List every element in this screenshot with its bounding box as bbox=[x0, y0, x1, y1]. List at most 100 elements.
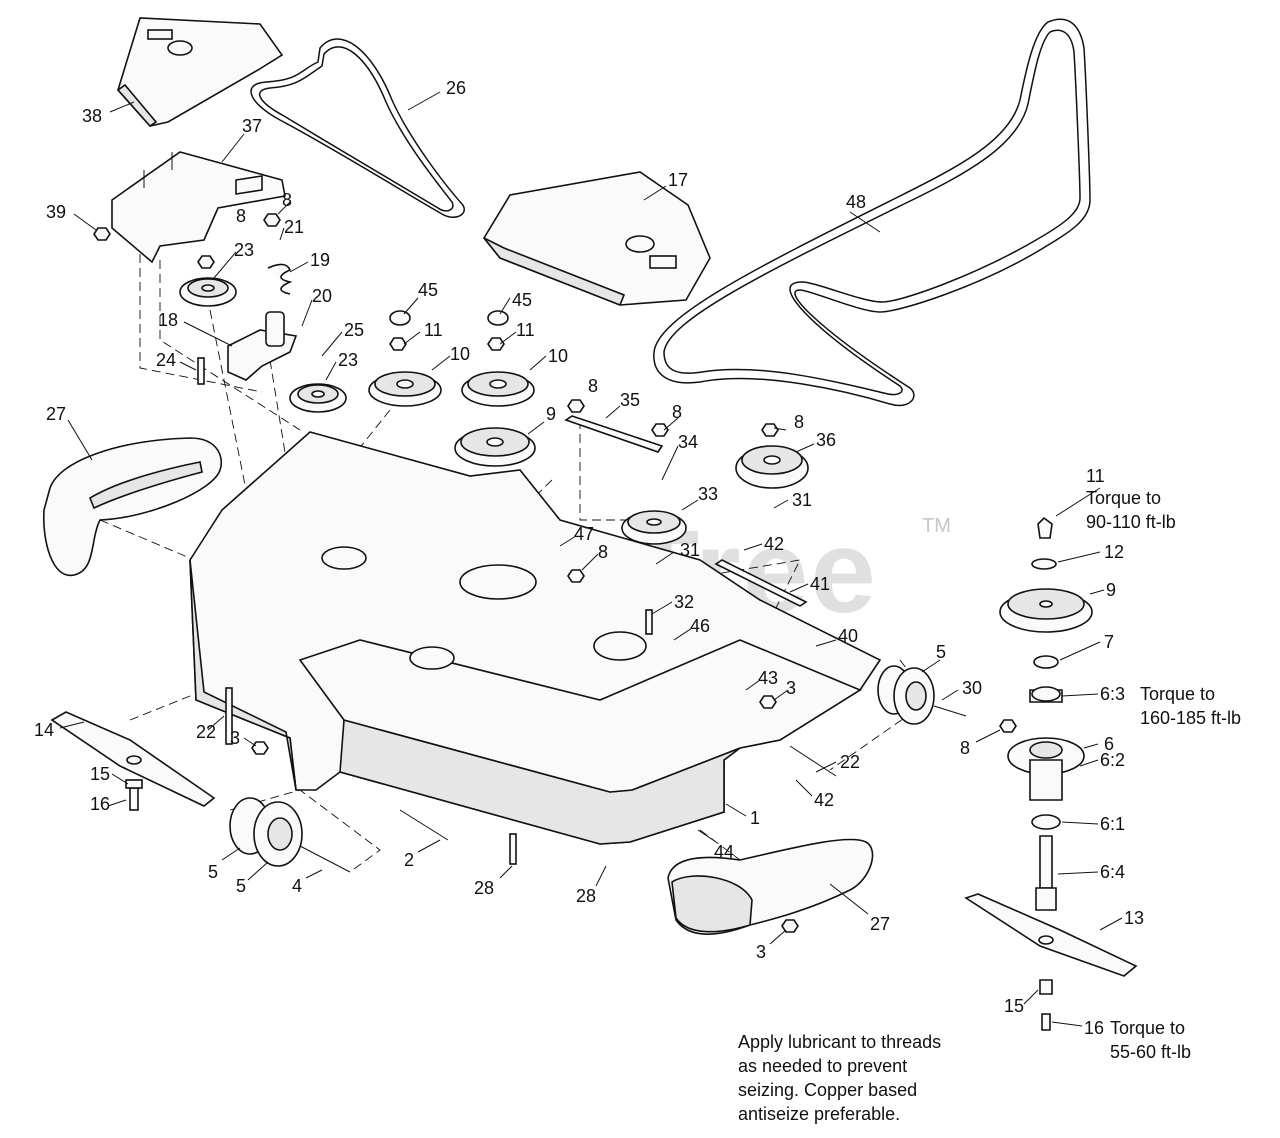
callout-35: 35 bbox=[620, 390, 640, 410]
callout-47: 47 bbox=[574, 524, 594, 544]
callout-38: 38 bbox=[82, 106, 102, 126]
callout-26: 26 bbox=[446, 78, 466, 98]
callout-16-right: 16 bbox=[1084, 1018, 1104, 1038]
spindle-pulley-10-left bbox=[368, 371, 442, 407]
callout-2: 2 bbox=[404, 850, 414, 870]
torque-1-line1: Torque to bbox=[1086, 488, 1161, 508]
callout-8-b: 8 bbox=[236, 206, 246, 226]
caps-45 bbox=[389, 310, 509, 326]
bracket-35 bbox=[564, 415, 664, 453]
callout-33: 33 bbox=[698, 484, 718, 504]
caster-wheel-5-left bbox=[229, 797, 351, 873]
belt-26 bbox=[250, 38, 465, 218]
lubricant-note: Apply lubricant to threads as needed to … bbox=[738, 1032, 941, 1124]
callout-10-b: 10 bbox=[548, 346, 568, 366]
callout-11-b: 11 bbox=[516, 320, 535, 340]
callout-25: 25 bbox=[344, 320, 364, 340]
callout-28-b: 28 bbox=[576, 886, 596, 906]
callout-6-2: 6:2 bbox=[1100, 750, 1125, 770]
callout-27-left: 27 bbox=[46, 404, 66, 424]
callout-6-3: 6:3 bbox=[1100, 684, 1125, 704]
callout-12: 12 bbox=[1104, 542, 1124, 562]
callout-14: 14 bbox=[34, 720, 54, 740]
mower-deck-1 bbox=[189, 431, 882, 845]
spindle-pulley-10-right bbox=[461, 371, 535, 407]
callout-43: 43 bbox=[758, 668, 778, 688]
callout-22-a: 22 bbox=[840, 752, 860, 772]
callout-5-c: 5 bbox=[236, 876, 246, 896]
callout-46: 46 bbox=[690, 616, 710, 636]
callout-6-4: 6:4 bbox=[1100, 862, 1125, 882]
callout-28-a: 28 bbox=[474, 878, 494, 898]
callout-8-d: 8 bbox=[672, 402, 682, 422]
bracket-41 bbox=[714, 559, 808, 607]
belt-48 bbox=[653, 18, 1091, 407]
spindle-pulley-9-center bbox=[454, 427, 536, 467]
callout-40: 40 bbox=[838, 626, 858, 646]
note-line-3: seizing. Copper based bbox=[738, 1080, 917, 1100]
callout-21: 21 bbox=[284, 217, 304, 237]
torque-1-line2: 90-110 ft-lb bbox=[1086, 512, 1176, 532]
callout-31-b: 31 bbox=[680, 540, 700, 560]
idler-pulley-36 bbox=[735, 445, 809, 489]
blade-13 bbox=[964, 893, 1138, 977]
callout-41: 41 bbox=[810, 574, 830, 594]
torque-2-line1: Torque to bbox=[1140, 684, 1215, 704]
torque-3-line1: Torque to bbox=[1110, 1018, 1185, 1038]
callout-27-right: 27 bbox=[870, 914, 890, 934]
callout-11-a: 11 bbox=[424, 320, 443, 340]
callout-44: 44 bbox=[714, 842, 734, 862]
callout-11-right: 11 bbox=[1086, 466, 1105, 486]
callout-17: 17 bbox=[668, 170, 688, 190]
callout-24: 24 bbox=[156, 350, 176, 370]
callout-labels: 38 26 37 39 8 8 21 23 19 20 18 24 25 23 … bbox=[34, 78, 1241, 1062]
callout-42-b: 42 bbox=[814, 790, 834, 810]
callout-8-e: 8 bbox=[794, 412, 804, 432]
callout-5-b: 5 bbox=[208, 862, 218, 882]
torque-2-line2: 160-185 ft-lb bbox=[1140, 708, 1241, 728]
callout-3-b: 3 bbox=[230, 728, 240, 748]
callout-13: 13 bbox=[1124, 908, 1144, 928]
torque-3-line2: 55-60 ft-lb bbox=[1110, 1042, 1191, 1062]
callout-8-a: 8 bbox=[282, 190, 292, 210]
callout-8-g: 8 bbox=[960, 738, 970, 758]
callout-31-a: 31 bbox=[792, 490, 812, 510]
caster-wheel-5-right bbox=[877, 665, 967, 725]
note-line-1: Apply lubricant to threads bbox=[738, 1032, 941, 1052]
callout-23-upper: 23 bbox=[234, 240, 254, 260]
bumper-27-right bbox=[667, 838, 874, 935]
callout-6: 6 bbox=[1104, 734, 1114, 754]
callout-22-b: 22 bbox=[196, 722, 216, 742]
callout-1: 1 bbox=[750, 808, 760, 828]
callout-3-a: 3 bbox=[786, 678, 796, 698]
idler-pulley-23-upper bbox=[179, 277, 237, 307]
callout-15-a: 15 bbox=[90, 764, 110, 784]
belt-cover-right bbox=[483, 171, 711, 307]
callout-30: 30 bbox=[962, 678, 982, 698]
callout-45-b: 45 bbox=[512, 290, 532, 310]
callout-34: 34 bbox=[678, 432, 698, 452]
idler-arm-18 bbox=[227, 263, 298, 381]
callout-8-c: 8 bbox=[588, 376, 598, 396]
callout-36: 36 bbox=[816, 430, 836, 450]
trademark-symbol: TM bbox=[922, 515, 951, 537]
belt-cover-left bbox=[116, 17, 284, 128]
idler-bracket-37 bbox=[111, 151, 286, 264]
callout-48: 48 bbox=[846, 192, 866, 212]
callout-6-1: 6:1 bbox=[1100, 814, 1125, 834]
hardware-bolts-nuts bbox=[93, 213, 1017, 933]
callout-19: 19 bbox=[310, 250, 330, 270]
callout-3-c: 3 bbox=[756, 942, 766, 962]
callout-39: 39 bbox=[46, 202, 66, 222]
callout-5-a: 5 bbox=[936, 642, 946, 662]
callout-45-a: 45 bbox=[418, 280, 438, 300]
callout-16-a: 16 bbox=[90, 794, 110, 814]
callout-8-f: 8 bbox=[598, 542, 608, 562]
idler-pulley-23-lower bbox=[289, 383, 347, 413]
callout-9-center: 9 bbox=[546, 404, 556, 424]
spindle-assembly-6 bbox=[999, 516, 1093, 1031]
callout-10-a: 10 bbox=[450, 344, 470, 364]
idler-pulley-33 bbox=[621, 510, 687, 545]
note-line-4: antiseize preferable. bbox=[738, 1104, 900, 1124]
